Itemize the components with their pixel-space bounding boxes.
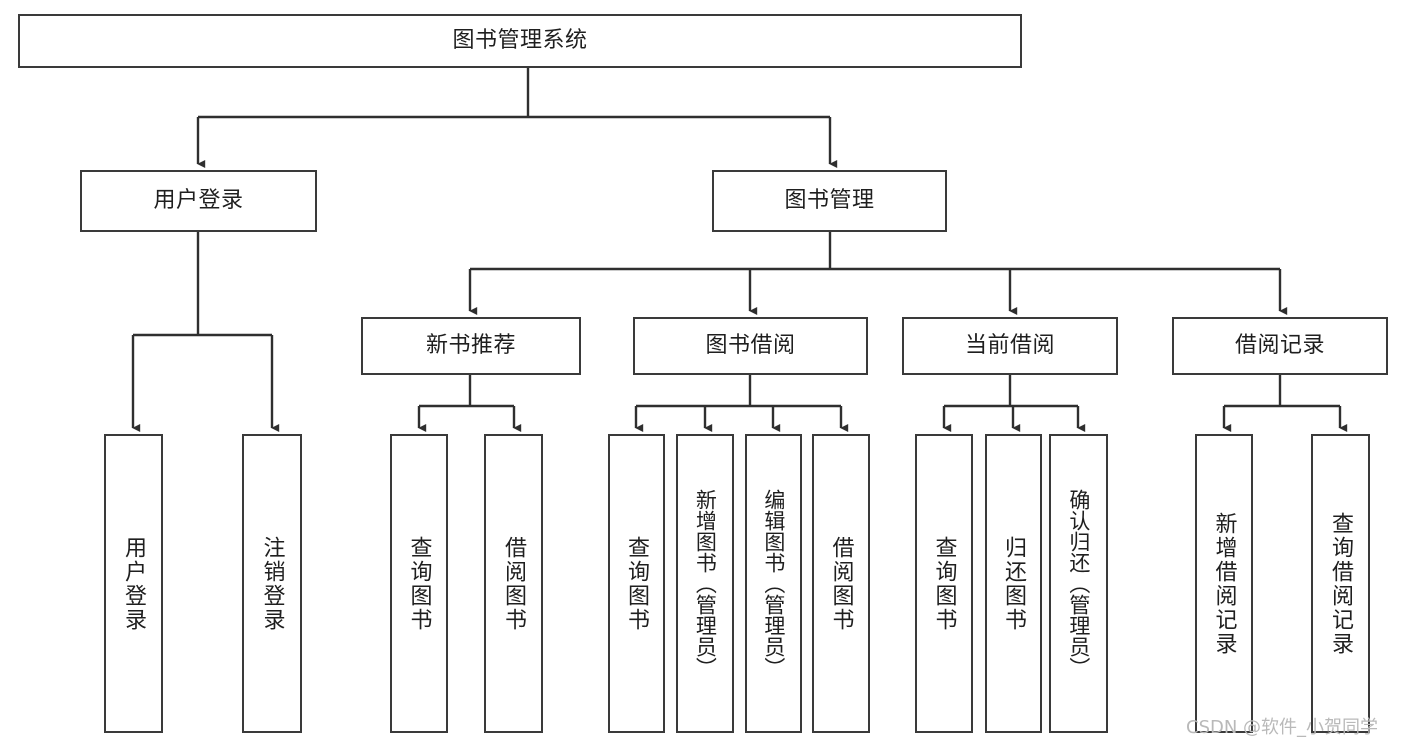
leaf-user-login[interactable]: 用户登录 [104, 434, 163, 733]
node-label: 查询图书 [624, 535, 650, 632]
node-book-borrow[interactable]: 图书借阅 [633, 317, 868, 375]
node-label: 图书管理系统 [452, 28, 588, 54]
node-borrow-record[interactable]: 借阅记录 [1172, 317, 1388, 375]
leaf-logout[interactable]: 注销登录 [242, 434, 302, 733]
node-label: 用户登录 [153, 188, 244, 214]
node-label: 编辑图书（管理员） [761, 489, 786, 678]
node-current-borrow[interactable]: 当前借阅 [902, 317, 1118, 375]
leaf-add-book-admin[interactable]: 新增图书（管理员） [676, 434, 734, 733]
node-label: 查询借阅记录 [1328, 511, 1354, 656]
node-label: 借阅记录 [1234, 333, 1325, 359]
leaf-borrow-book[interactable]: 借阅图书 [812, 434, 870, 733]
leaf-query-borrow-record[interactable]: 查询借阅记录 [1311, 434, 1370, 733]
node-label: 借阅图书 [501, 535, 527, 632]
node-label: 当前借阅 [964, 333, 1055, 359]
node-label: 确认归还（管理员） [1066, 489, 1091, 678]
node-new-book-recommend[interactable]: 新书推荐 [361, 317, 581, 375]
node-label: 新增图书（管理员） [693, 489, 718, 678]
node-root-system[interactable]: 图书管理系统 [18, 14, 1022, 68]
node-label: 用户登录 [121, 535, 147, 632]
watermark-text: CSDN @软件_小贺同学 [1186, 717, 1379, 738]
node-label: 注销登录 [259, 535, 285, 632]
node-label: 查询图书 [931, 535, 957, 632]
node-book-management[interactable]: 图书管理 [712, 170, 947, 232]
leaf-query-book-recommend[interactable]: 查询图书 [390, 434, 448, 733]
leaf-return-book[interactable]: 归还图书 [985, 434, 1042, 733]
node-label: 新增借阅记录 [1211, 511, 1237, 656]
node-label: 图书借阅 [705, 333, 796, 359]
leaf-borrow-book-recommend[interactable]: 借阅图书 [484, 434, 543, 733]
node-label: 借阅图书 [828, 535, 854, 632]
node-label: 查询图书 [406, 535, 432, 632]
leaf-confirm-return-admin[interactable]: 确认归还（管理员） [1049, 434, 1108, 733]
node-user-login[interactable]: 用户登录 [80, 170, 317, 232]
node-label: 图书管理 [784, 188, 875, 214]
leaf-edit-book-admin[interactable]: 编辑图书（管理员） [745, 434, 802, 733]
leaf-query-book-borrow[interactable]: 查询图书 [608, 434, 665, 733]
leaf-add-borrow-record[interactable]: 新增借阅记录 [1195, 434, 1253, 733]
node-label: 新书推荐 [425, 333, 516, 359]
leaf-query-book-current[interactable]: 查询图书 [915, 434, 973, 733]
node-label: 归还图书 [1001, 535, 1027, 632]
